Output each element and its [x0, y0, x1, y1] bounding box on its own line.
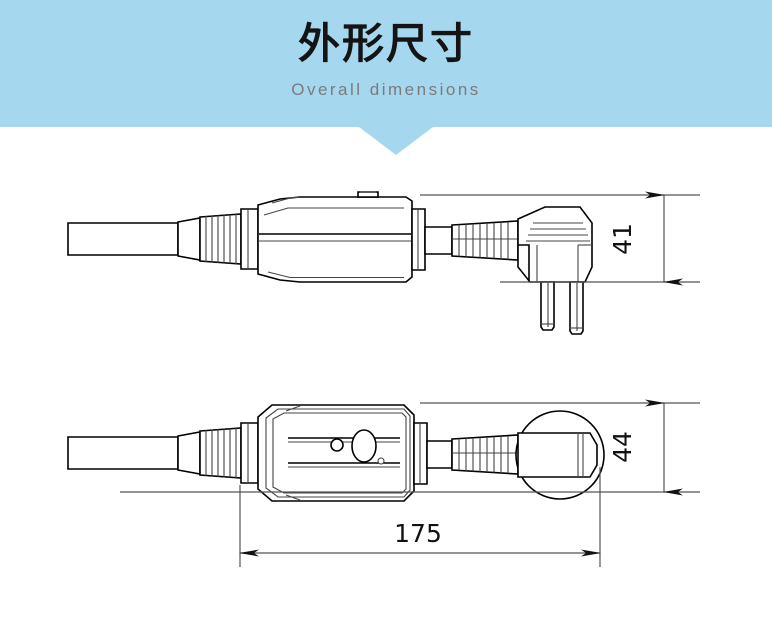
- side-view-mid-cable: [424, 226, 453, 255]
- reset-button-icon: [351, 429, 377, 463]
- dimension-44-label: 44: [608, 431, 637, 463]
- side-view-cable-taper: [177, 217, 201, 261]
- page-title: 外形尺寸: [297, 19, 474, 68]
- dimension-44: 44: [608, 399, 683, 496]
- side-view-plug-pins: [540, 281, 584, 335]
- indicator-dot-icon: [377, 457, 385, 465]
- page-header-banner: 外形尺寸 Overall dimensions: [0, 0, 772, 127]
- side-view-body: [257, 191, 413, 283]
- dimension-175-label: 175: [394, 519, 442, 548]
- top-view-group: 44 175: [67, 399, 700, 567]
- top-view-strain-relief: [199, 427, 242, 479]
- dimension-175: 175: [239, 519, 601, 557]
- top-view-mid-cable: [426, 440, 453, 469]
- top-view-plug-strain-relief: [451, 434, 519, 475]
- top-view-right-bezel: [413, 422, 428, 485]
- dimension-41-label: 41: [608, 223, 637, 255]
- page-subtitle: Overall dimensions: [291, 80, 481, 99]
- side-view-plug-strain-relief: [451, 220, 519, 261]
- side-view-group: 41: [67, 191, 700, 335]
- top-view-buttons: [330, 429, 385, 465]
- dimensions-drawing-svg: 41: [67, 191, 700, 567]
- top-view-plug-round: [515, 410, 605, 500]
- side-view-right-bezel: [411, 208, 426, 271]
- top-view-collar: [240, 422, 259, 484]
- side-view-cable: [67, 222, 179, 256]
- banner-pointer-icon: [359, 127, 433, 155]
- dimension-41: 41: [608, 191, 683, 286]
- side-view-collar: [240, 208, 259, 270]
- side-view-strain-relief: [199, 213, 242, 265]
- technical-drawing-area: 41: [0, 127, 772, 638]
- top-view-cable: [67, 436, 179, 470]
- test-button-icon: [330, 438, 344, 452]
- top-view-cable-taper: [177, 431, 201, 475]
- top-view-body: [257, 404, 415, 502]
- side-view-plug-body: [517, 206, 593, 283]
